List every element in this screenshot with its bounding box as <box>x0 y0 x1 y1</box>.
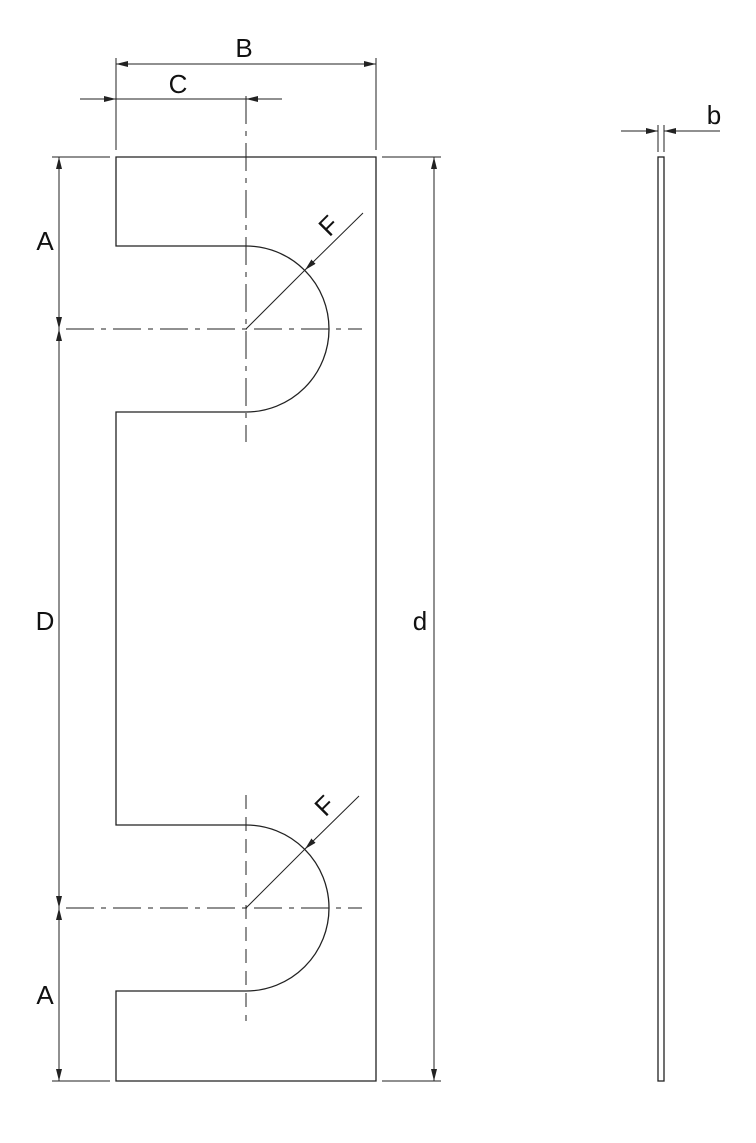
dimension-b-width: B <box>115 33 377 150</box>
dimension-f-radius-bottom: F <box>245 789 360 909</box>
dimension-a-top: A <box>36 157 62 329</box>
label-F-top: F <box>312 209 344 241</box>
dimension-c-notch-depth: C <box>80 69 282 102</box>
label-B: B <box>235 33 252 63</box>
label-A-top: A <box>36 226 54 256</box>
dimension-a-bottom: A <box>36 908 62 1081</box>
dimension-d-total-length: d <box>382 156 441 1082</box>
label-D: D <box>36 606 55 636</box>
side-view-outline <box>657 156 665 1082</box>
label-F-bottom: F <box>308 789 340 821</box>
label-d: d <box>413 606 427 636</box>
dimension-f-radius-top: F <box>245 209 364 330</box>
dimension-b-thickness: b <box>621 100 721 152</box>
dimension-d-center-spacing: D <box>36 329 62 908</box>
label-C: C <box>169 69 188 99</box>
label-b: b <box>707 100 721 130</box>
label-A-bottom: A <box>36 980 54 1010</box>
